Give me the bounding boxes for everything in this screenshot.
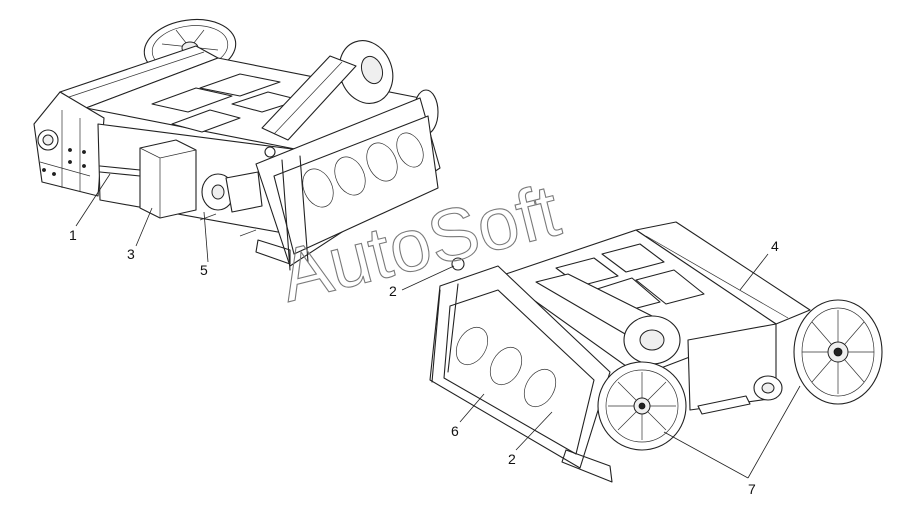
left-rotor-blades: [302, 132, 424, 208]
control-box: [139, 139, 197, 219]
left-assembly: [33, 18, 441, 271]
right-rotor-housing: [429, 257, 613, 483]
callout-labels: 1 3 5 2 4 6 2 7: [69, 227, 779, 497]
drive-unit: [199, 171, 263, 237]
callout-6: 6: [451, 423, 459, 439]
callout-4: 4: [771, 238, 779, 254]
callout-2-lower: 2: [508, 451, 516, 467]
small-pulley: [753, 375, 783, 401]
callout-1: 1: [69, 227, 77, 243]
left-assembly-front-wheel: [261, 40, 394, 141]
left-end-bolt-holes: [42, 148, 86, 176]
right-assembly-front-wheel: [597, 361, 687, 451]
right-rotor-blades: [455, 326, 557, 408]
right-assembly-rear-wheel: [793, 299, 883, 405]
right-assembly: [429, 221, 883, 483]
callout-leaders: [75, 173, 801, 479]
callout-5: 5: [200, 262, 208, 278]
callout-3: 3: [127, 246, 135, 262]
callout-2-upper: 2: [389, 283, 397, 299]
callout-7: 7: [748, 481, 756, 497]
left-rotor-housing: [255, 97, 441, 271]
